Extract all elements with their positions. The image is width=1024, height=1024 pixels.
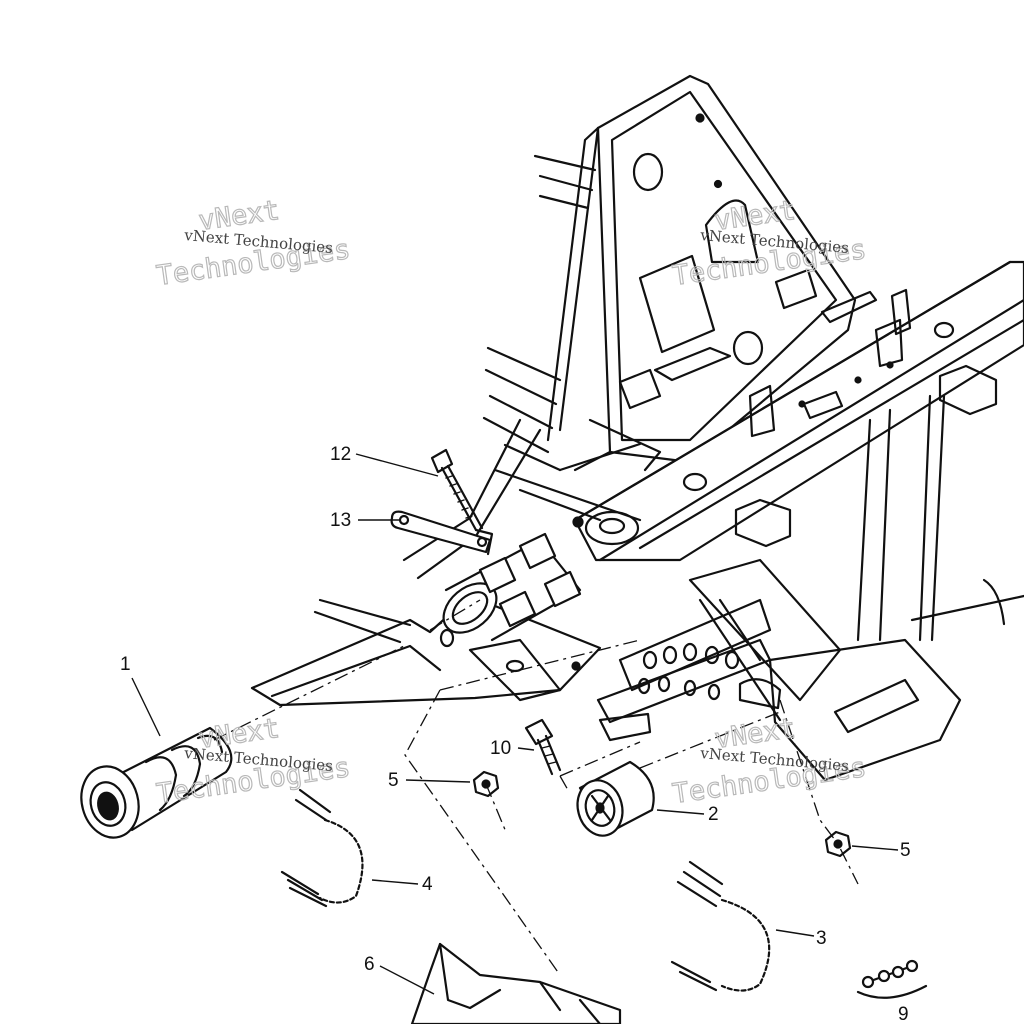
frame-upright-plate (546, 74, 857, 472)
callout-4: 4 (422, 874, 433, 895)
frame-rails (482, 154, 662, 522)
part-10-bolt (524, 718, 562, 776)
part-2-rubber-bushing (576, 760, 655, 837)
assembly-centerlines (213, 599, 859, 976)
part-4-chain (280, 788, 364, 908)
callout-1: 1 (120, 654, 131, 675)
callout-3: 3 (816, 928, 827, 949)
callout-13: 13 (330, 510, 351, 531)
frame-legs-platform (596, 394, 1024, 782)
callout-leaders (131, 453, 899, 995)
callout-5-left: 5 (388, 770, 399, 791)
callout-12: 12 (330, 444, 351, 465)
callout-2: 2 (708, 804, 719, 825)
watermark-bottom-left: vNext Technologies vNext Technologies (154, 712, 353, 810)
part-6-bracket (410, 942, 622, 1024)
frame-cross-beam (572, 260, 1024, 562)
part-9-connector-links (856, 959, 928, 999)
callout-labels: 1 2 3 4 5 5 6 9 10 12 13 (120, 444, 911, 1024)
pivot-clamp-housing (439, 532, 582, 702)
part-3-chain (670, 860, 771, 992)
callout-6: 6 (364, 954, 375, 975)
watermark-top-left: vNext Technologies vNext Technologies (154, 194, 353, 292)
frame-front-arm (250, 418, 602, 707)
part-1-bushing (80, 726, 233, 839)
callout-10: 10 (490, 738, 511, 759)
part-12-bolt (430, 448, 484, 532)
callout-9: 9 (898, 1004, 909, 1024)
callout-5-right: 5 (900, 840, 911, 861)
